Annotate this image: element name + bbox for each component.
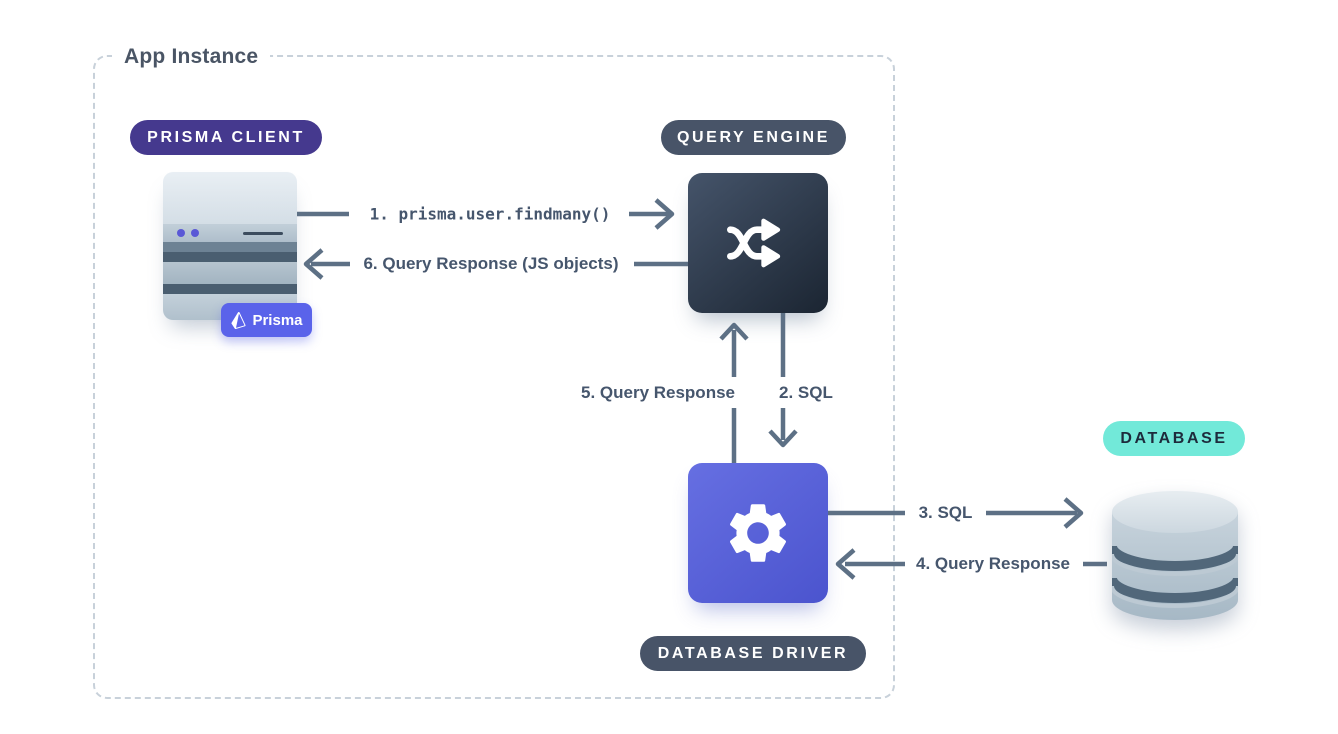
server-stripe (163, 262, 297, 284)
flow-label-step2: 2. SQL (779, 383, 833, 402)
server-stripe (163, 252, 297, 262)
shuffle-icon (727, 218, 781, 268)
query-engine-badge: QUERY ENGINE (661, 120, 846, 155)
query-engine-tile (688, 173, 828, 313)
flow-label-step5: 5. Query Response (580, 383, 735, 402)
server-led-icon (191, 229, 199, 237)
database-cylinder-icon (1112, 491, 1238, 620)
server-face-panel (163, 224, 297, 242)
database-driver-badge: DATABASE DRIVER (640, 636, 866, 671)
prisma-logo-label: Prisma (252, 311, 303, 329)
flow-label-step6: 6. Query Response (JS objects) (363, 254, 619, 273)
server-stripe (163, 284, 297, 294)
app-instance-title: App Instance (112, 45, 271, 69)
prisma-triangle-icon (231, 311, 247, 329)
flow-label-step1: 1. prisma.user.findmany() (369, 204, 611, 224)
flow-label-step3: 3. SQL (918, 503, 973, 522)
database-badge: DATABASE (1103, 421, 1245, 456)
server-stripe (163, 242, 297, 252)
server-icon (163, 172, 297, 320)
gear-icon (729, 504, 787, 562)
database-driver-tile (688, 463, 828, 603)
prisma-logo-badge: Prisma (221, 303, 312, 337)
server-vent-slot (243, 231, 283, 235)
server-led-icon (177, 229, 185, 237)
server-top-panel (163, 172, 297, 224)
app-instance-box (93, 55, 895, 699)
prisma-client-badge: PRISMA CLIENT (130, 120, 322, 155)
flow-label-step4: 4. Query Response (915, 554, 1070, 573)
